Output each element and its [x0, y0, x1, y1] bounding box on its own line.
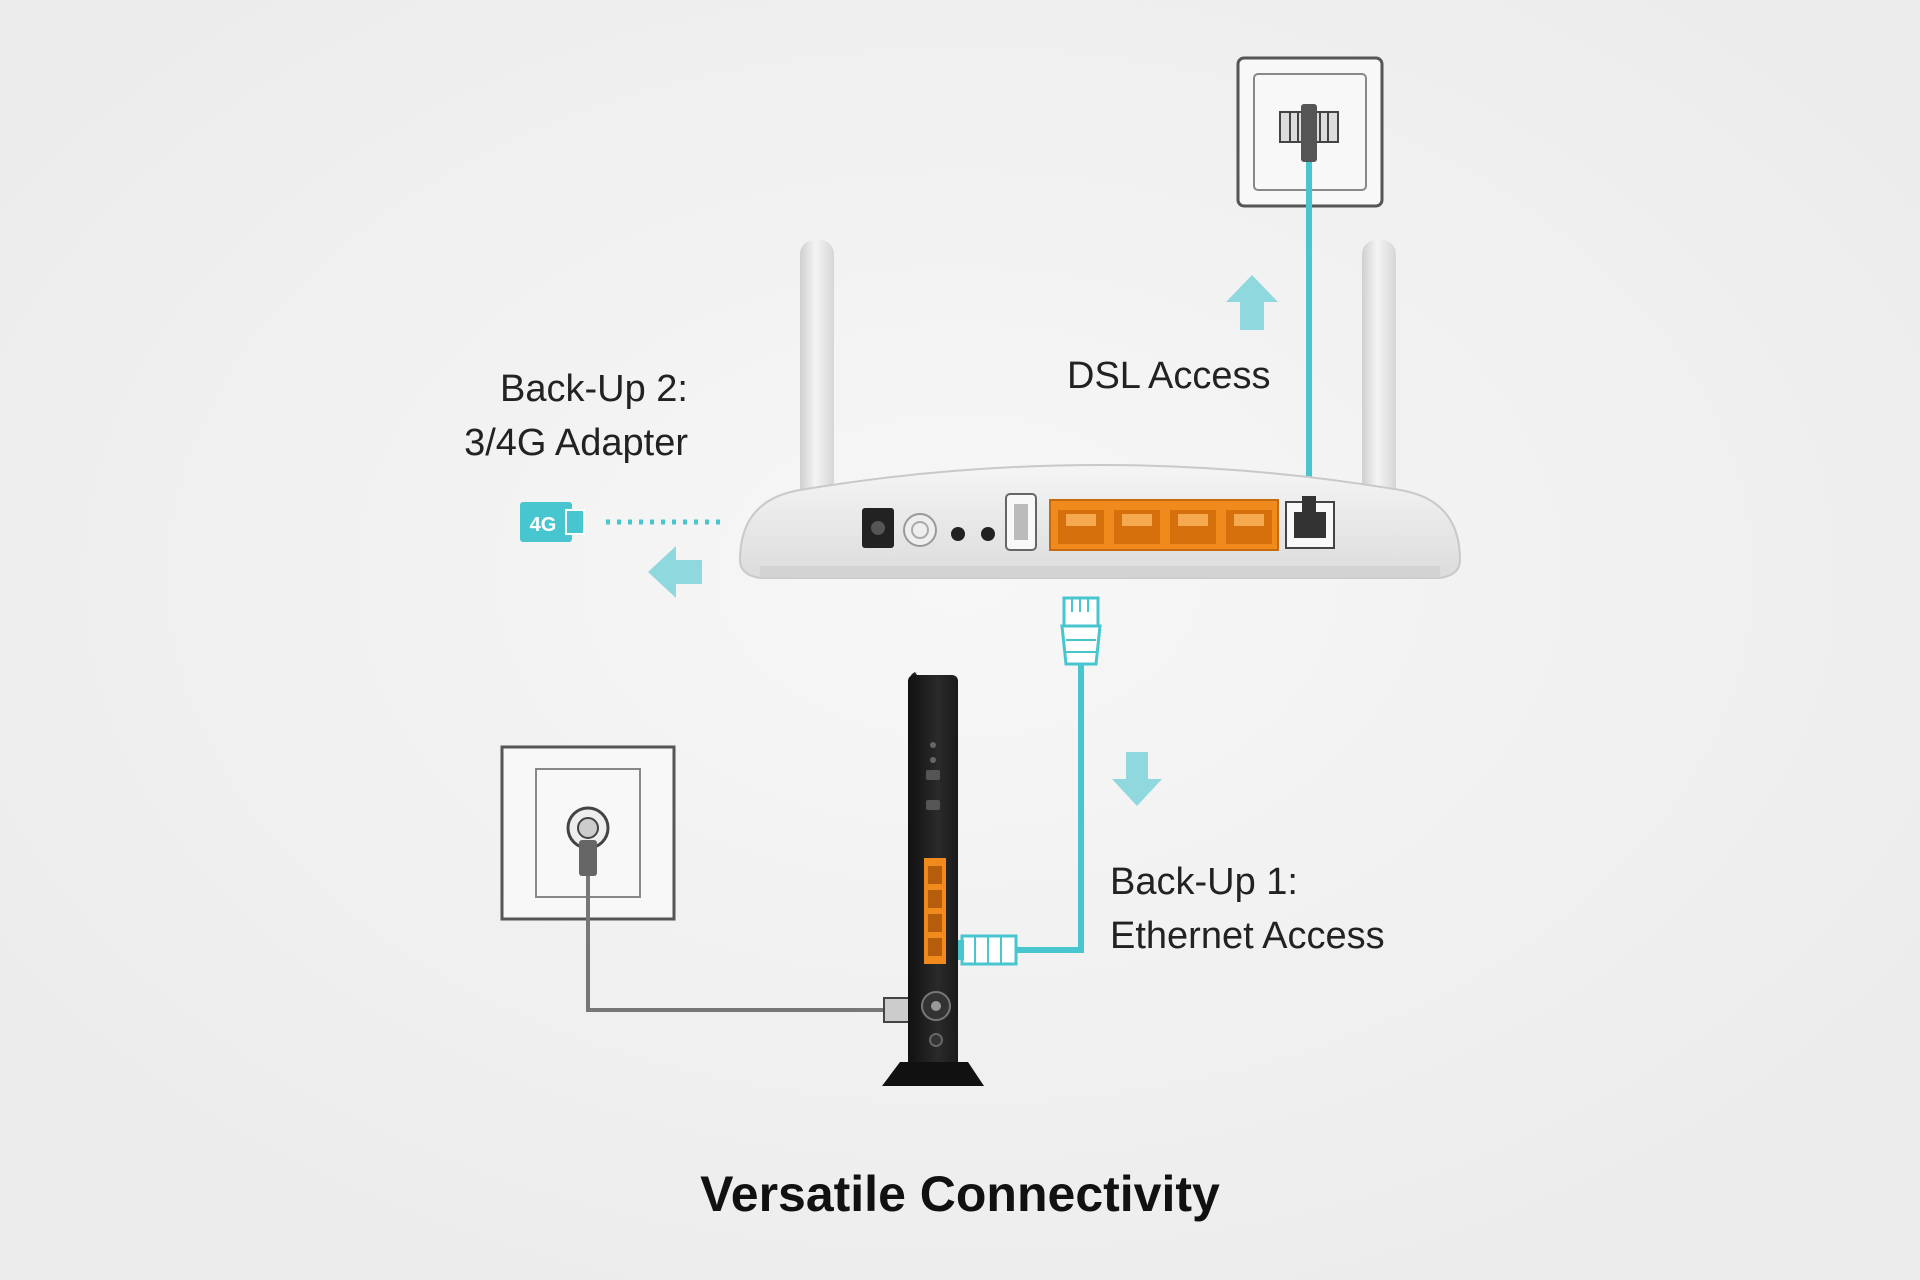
phone-jack-icon — [1279, 104, 1339, 162]
4g-adapter: 4G — [520, 502, 585, 542]
backup1-label: Back-Up 1: Ethernet Access — [1110, 855, 1385, 963]
up-arrow-icon — [1226, 275, 1278, 330]
dsl-wall-socket — [1236, 56, 1384, 208]
coax-cable — [586, 876, 888, 1012]
backup1-title: Back-Up 1: — [1110, 861, 1298, 903]
backup1-subtitle: Ethernet Access — [1110, 915, 1385, 957]
dsl-access-label: DSL Access — [1067, 349, 1270, 403]
left-arrow-icon — [648, 546, 702, 598]
power-button — [903, 513, 937, 547]
dsl-access-text: DSL Access — [1067, 355, 1271, 397]
reset-button — [981, 527, 995, 541]
backup2-label: Back-Up 2: 3/4G Adapter — [464, 362, 688, 470]
modem — [882, 672, 984, 1086]
router — [738, 464, 1462, 579]
modem-lan-ports — [924, 858, 946, 964]
lan-ports — [1049, 499, 1279, 551]
coax-connector — [883, 997, 911, 1023]
coax-plug-icon — [566, 806, 610, 876]
adapter-badge-text: 4G — [530, 514, 557, 536]
down-arrow-icon — [1112, 752, 1162, 806]
wps-button — [951, 527, 965, 541]
caption-title: Versatile Connectivity — [700, 1166, 1220, 1222]
backup2-subtitle: 3/4G Adapter — [464, 422, 688, 464]
backup2-title: Back-Up 2: — [500, 368, 688, 410]
